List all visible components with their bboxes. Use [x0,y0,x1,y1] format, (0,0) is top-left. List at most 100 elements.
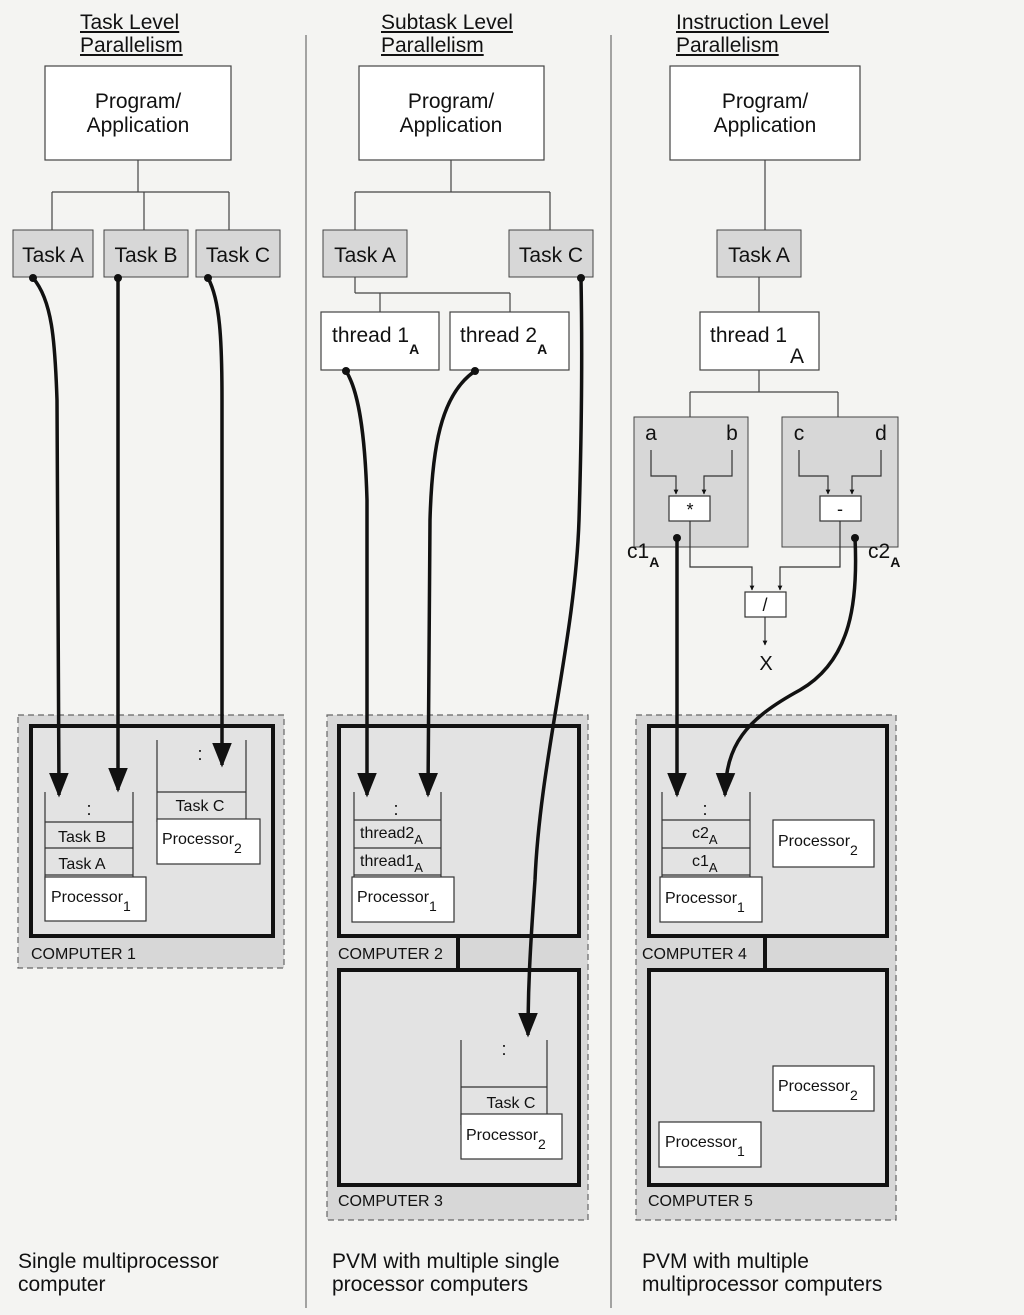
program-label-2-line2: Application [400,114,503,137]
processor-5-label: Processor1 [665,890,745,915]
subtract-operator: - [837,499,843,519]
column-3-caption: PVM with multiple multiprocessor compute… [642,1250,882,1296]
column-2-header: Subtask Level Parallelism [381,11,513,57]
column-1-header-line1: Task Level [80,11,180,34]
computer-2-3-group: COMPUTER 2 COMPUTER 3 : thread2A thread1… [326,714,589,1221]
computer-3-label: COMPUTER 3 [338,1193,443,1210]
thread-connector-2 [354,277,511,312]
computer-4-label: COMPUTER 4 [642,946,747,963]
processor-2-box [156,818,261,865]
thread-1-box-3 [699,311,820,371]
processor-6-box [772,819,875,868]
stack-5-ellipsis: : [702,799,707,819]
column-2-caption-line2: processor computers [332,1273,529,1296]
column-1-caption-line1: Single multiprocessor [18,1250,219,1273]
column-1-caption-line2: computer [18,1273,106,1296]
task-c-box-2 [508,229,594,278]
divide-operator: / [762,595,767,615]
multiply-operator: * [686,500,693,520]
stack-3-dividers [354,819,441,876]
operand-a: a [645,422,657,445]
result-x: X [759,653,772,675]
subtract-operator-box [819,495,862,522]
column-3-header-line1: Instruction Level [676,11,829,34]
computer-1-label: COMPUTER 1 [31,946,136,963]
task-a-label-3: Task A [728,244,790,267]
processor-4-box [460,1113,563,1160]
program-label-3-line1: Program/ [722,90,809,113]
arrow-thread2-to-computer-2 [418,369,476,798]
computer-5-label: COMPUTER 5 [648,1193,753,1210]
stack-2-item-task-c: Task C [176,798,225,815]
stack-1-ellipsis: : [86,799,91,819]
column-2-header-line2: Parallelism [381,34,484,57]
program-label-1-line1: Program/ [95,90,182,113]
multiply-group-box [633,416,749,548]
processor-7-label: Processor2 [778,1078,858,1103]
thread-2-label-2: thread 2A [460,324,547,357]
column-1-header: Task Level Parallelism [80,11,183,57]
operand-wires [650,450,882,495]
column-3-arrow-origins [673,534,859,542]
processor-6-label: Processor2 [778,833,858,858]
task-a-box-2 [322,229,408,278]
stack-3-walls [353,792,442,880]
processor-8-box [658,1121,762,1168]
column-1-arrow-origins [29,274,212,282]
stack-2-ellipsis: : [197,744,202,764]
column-2-tree: Program/ Application Task A Task C threa… [320,65,594,371]
column-1-arrows [31,276,232,798]
column-2-caption: PVM with multiple single processor compu… [332,1250,560,1296]
column-3-header-line2: Parallelism [676,34,779,57]
program-label-3-line2: Application [714,114,817,137]
processor-3-label: Processor1 [357,889,437,914]
stack-5-dividers [662,819,750,876]
column-2-header-line1: Subtask Level [381,11,513,34]
computer-1: COMPUTER 1 : Task B Task A Processor1 : … [17,714,285,969]
stack-1-walls [44,792,134,880]
divide-operator-box [744,591,787,618]
arrow-task-c-to-computer-3 [518,277,584,1038]
program-label-1-line2: Application [87,114,190,137]
program-box-2 [358,65,545,161]
processor-2-label: Processor2 [162,831,242,856]
program-box-3 [669,65,861,161]
intermediate-c1: c1A [627,540,659,570]
stack-4-walls [460,1040,548,1125]
task-a-label-1: Task A [22,244,84,267]
task-a-box-3 [716,229,802,278]
program-label-2-line1: Program/ [408,90,495,113]
task-c-label-2: Task C [519,244,583,267]
task-c-label-1: Task C [206,244,270,267]
task-a-label-2: Task A [334,244,396,267]
column-2-arrows [344,277,584,1038]
stack-5-walls [661,792,751,880]
stack-3-item-thread2: thread2A [360,825,423,847]
processor-7-box [772,1065,875,1112]
stack-1-item-task-a: Task A [58,856,105,873]
column-1-tree: Program/ Application Task A Task B Task … [12,65,281,278]
processor-3-box [351,876,455,923]
stack-4-ellipsis: : [501,1039,506,1059]
column-3-header: Instruction Level Parallelism [676,11,829,57]
arrow-c2-to-computer-4 [715,537,858,798]
task-c-box-1 [195,229,281,278]
computer-4-5-group: COMPUTER 4 COMPUTER 5 : c2A c1A Processo… [635,714,897,1221]
thread-op-connector-3 [689,370,839,417]
thread-1-label-3: thread 1A [710,324,804,368]
processor-1-box [44,876,147,922]
operand-b: b [726,422,738,445]
stack-5-item-c2: c2A [692,825,718,847]
stack-3-ellipsis: : [393,799,398,819]
stack-5-item-c1: c1A [692,853,718,875]
column-3-caption-line1: PVM with multiple [642,1250,809,1273]
program-box-1 [44,65,232,161]
arrow-thread1-to-computer-2 [344,370,377,798]
operand-d: d [875,422,887,445]
tree-connector-1 [51,160,230,230]
processor-5-box [659,876,763,923]
column-3-caption-line2: multiprocessor computers [642,1273,883,1296]
arrow-task-c-to-processor-2 [206,277,232,768]
column-1-caption: Single multiprocessor computer [18,1250,219,1296]
